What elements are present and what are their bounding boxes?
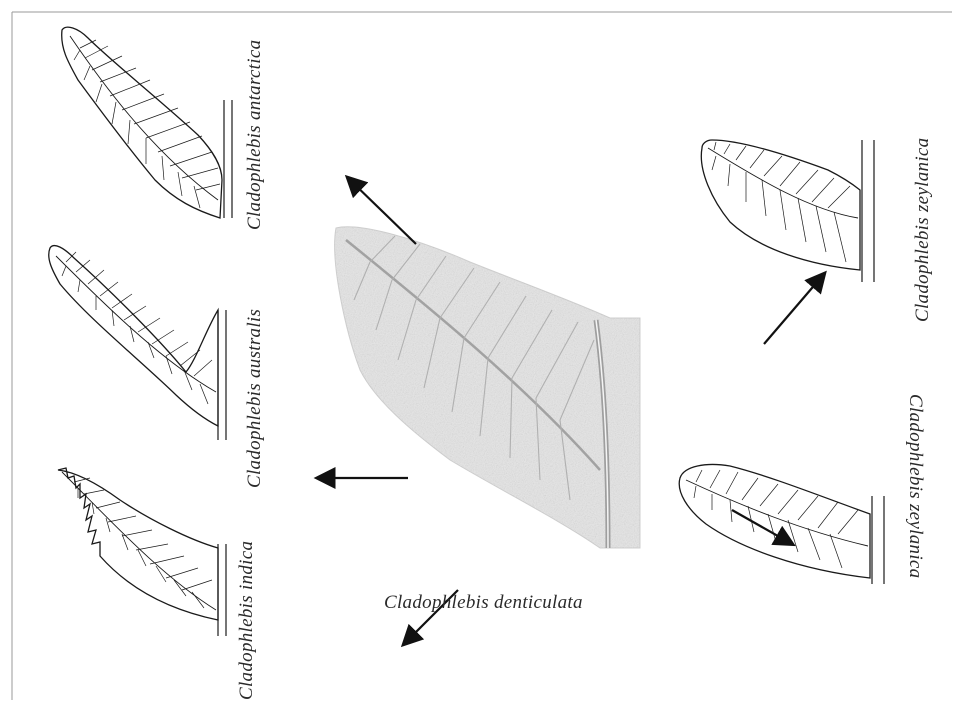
label-zeylanica-bottom: Cladophlebis zeylanica xyxy=(904,394,926,578)
pinnule-zeylanica-top xyxy=(701,140,874,282)
label-denticulata: Cladophlebis denticulata xyxy=(384,592,583,614)
label-australis: Cladophlebis australis xyxy=(244,309,266,488)
fossil-denticulata xyxy=(335,227,640,548)
label-zeylanica-top: Cladophlebis zeylanica xyxy=(912,138,934,322)
pinnule-indica xyxy=(58,468,226,636)
label-antarctica: Cladophlebis antarctica xyxy=(244,40,266,230)
arrow-to-zeylanica-top xyxy=(764,274,824,344)
pinnule-antarctica xyxy=(62,27,232,218)
pinnule-australis xyxy=(49,246,226,440)
label-indica: Cladophlebis indica xyxy=(236,541,258,700)
pinnule-zeylanica-bottom xyxy=(679,465,884,585)
